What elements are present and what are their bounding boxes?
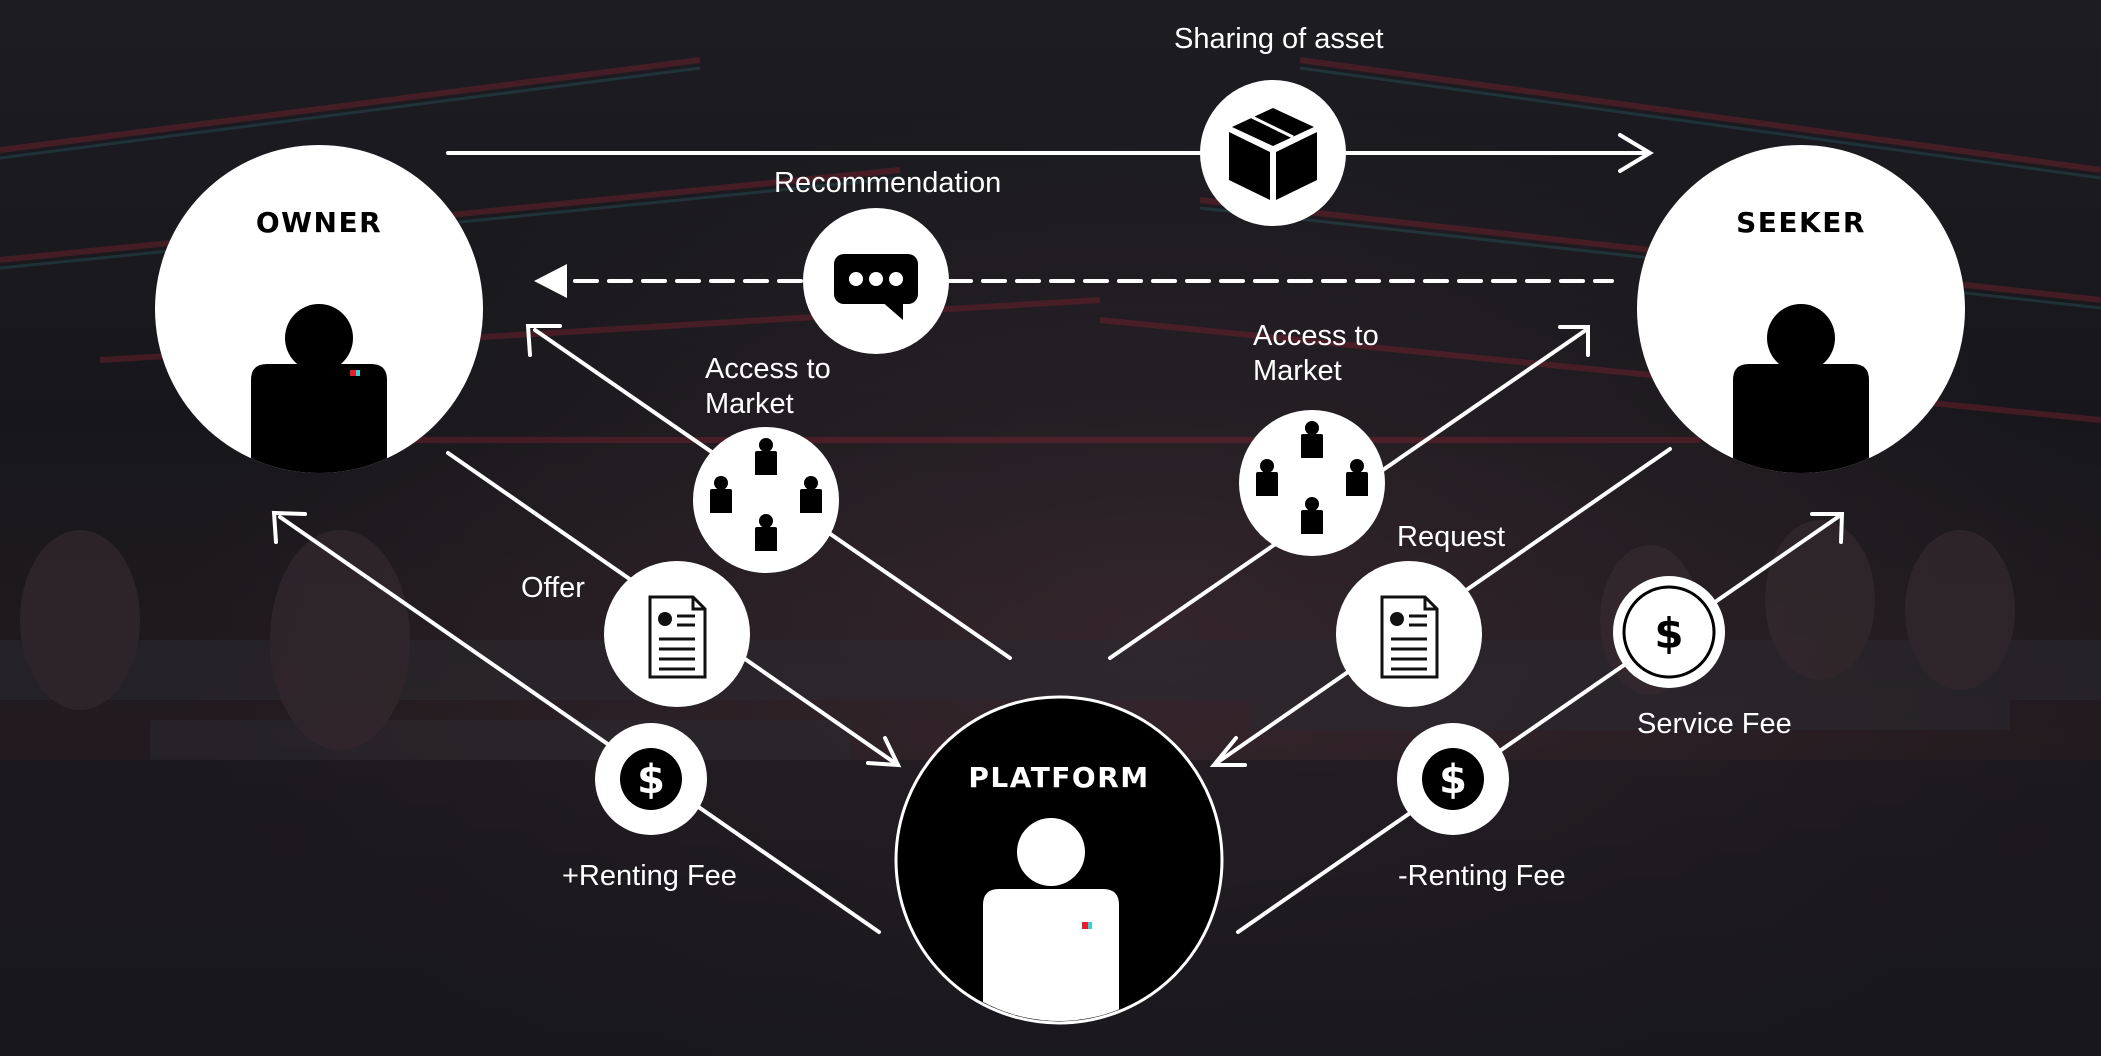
actor-owner	[155, 145, 483, 473]
node-offer	[604, 561, 750, 707]
box-icon	[1229, 108, 1317, 200]
label-recommendation: Recommendation	[774, 167, 1002, 199]
node-request	[1336, 561, 1482, 707]
label-minus-renting-fee: -Renting Fee	[1398, 860, 1566, 892]
person-icon	[983, 818, 1119, 1021]
arrow-head-sharing	[1618, 133, 1654, 173]
dollar-icon: $	[1654, 609, 1683, 658]
actor-platform	[894, 695, 1224, 1025]
node-service-fee: $	[1613, 576, 1725, 688]
arrow-service-fee	[1236, 515, 1840, 934]
dollar-icon	[620, 748, 682, 810]
node-renting-fee-plus	[595, 723, 707, 835]
node-market-right	[1239, 410, 1385, 556]
label-plus-renting-fee: +Renting Fee	[562, 860, 737, 892]
owner-title: OWNER	[255, 206, 383, 239]
label-request: Request	[1397, 521, 1506, 553]
label-sharing-of-asset: Sharing of asset	[1174, 23, 1384, 55]
node-market-left	[693, 427, 839, 573]
label-offer: Offer	[521, 572, 585, 604]
label-service-fee: Service Fee	[1637, 708, 1792, 740]
arrow-head-request	[1209, 736, 1247, 767]
platform-title: PLATFORM	[968, 761, 1150, 794]
arrow-head-offer	[866, 736, 902, 768]
arrow-head-access-right	[1558, 325, 1590, 357]
arrow-head-renting-plus	[271, 510, 307, 544]
label-access-to-market-left: Access to Market	[705, 353, 831, 420]
arrow-head-access-left	[525, 324, 562, 357]
chat-bubble-icon	[834, 254, 918, 320]
node-renting-fee-minus	[1397, 723, 1509, 835]
arrow-head-service	[1810, 512, 1845, 544]
label-access-to-market-right: Access to Market	[1253, 320, 1379, 387]
document-icon	[1380, 595, 1439, 679]
seeker-title: SEEKER	[1736, 206, 1866, 239]
node-sharing	[1200, 80, 1346, 226]
arrow-head-recommendation	[534, 264, 567, 298]
document-icon	[648, 595, 707, 679]
dollar-icon	[1422, 748, 1484, 810]
arrow-plus-renting-fee	[278, 515, 881, 934]
actor-seeker	[1637, 145, 1965, 473]
svg-text:$: $	[1654, 609, 1683, 658]
node-recommendation	[803, 208, 949, 354]
